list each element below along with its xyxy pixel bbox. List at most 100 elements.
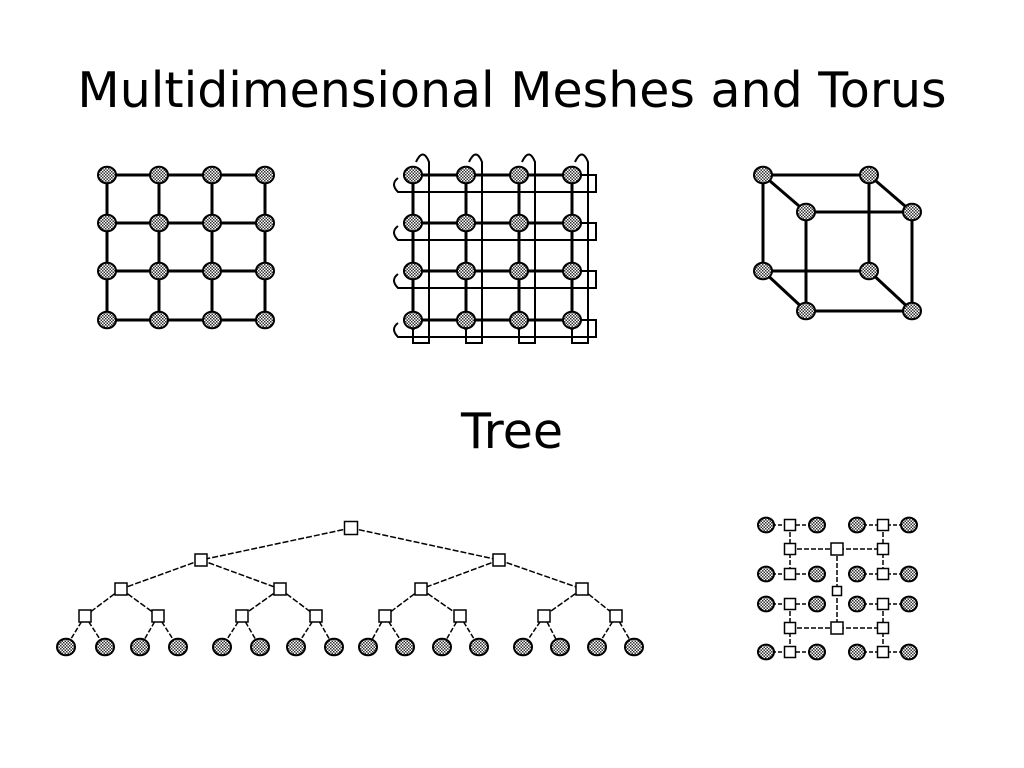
switch-node bbox=[492, 553, 506, 567]
tree-link bbox=[200, 559, 281, 590]
processor-node bbox=[757, 565, 775, 583]
processor-node bbox=[403, 213, 423, 233]
processor-node bbox=[848, 565, 866, 583]
processor-node bbox=[202, 213, 222, 233]
processor-node bbox=[149, 165, 169, 185]
processor-node bbox=[255, 261, 275, 281]
tree-link bbox=[200, 527, 352, 561]
processor-node bbox=[324, 637, 344, 657]
switch-node bbox=[830, 621, 844, 635]
processor-node bbox=[757, 595, 775, 613]
processor-node bbox=[286, 637, 306, 657]
processor-node bbox=[212, 637, 232, 657]
processor-node bbox=[97, 261, 117, 281]
switch-node bbox=[78, 609, 92, 623]
switch-node bbox=[537, 609, 551, 623]
torus-wrap-link bbox=[393, 222, 597, 241]
switch-node bbox=[414, 582, 428, 596]
processor-node bbox=[808, 565, 826, 583]
switch-node bbox=[830, 542, 844, 556]
processor-node bbox=[56, 637, 76, 657]
processor-node bbox=[509, 261, 529, 281]
switch-node bbox=[783, 621, 797, 635]
mesh-diagram bbox=[97, 165, 275, 330]
processor-node bbox=[859, 261, 879, 281]
tree-link bbox=[350, 527, 500, 561]
cube-edge bbox=[761, 269, 808, 313]
processor-node bbox=[130, 637, 150, 657]
processor-node bbox=[757, 516, 775, 534]
processor-node bbox=[550, 637, 570, 657]
processor-node bbox=[202, 310, 222, 330]
processor-node bbox=[562, 165, 582, 185]
processor-node bbox=[255, 165, 275, 185]
tree-link bbox=[120, 559, 202, 590]
processor-node bbox=[587, 637, 607, 657]
processor-node bbox=[95, 637, 115, 657]
processor-node bbox=[509, 213, 529, 233]
torus-wrap-link bbox=[393, 319, 597, 338]
processor-node bbox=[97, 213, 117, 233]
processor-node bbox=[97, 310, 117, 330]
processor-node bbox=[456, 261, 476, 281]
processor-node bbox=[796, 301, 816, 321]
processor-node bbox=[513, 637, 533, 657]
processor-node bbox=[456, 165, 476, 185]
processor-node bbox=[562, 213, 582, 233]
switch-node bbox=[876, 518, 890, 532]
processor-node bbox=[456, 213, 476, 233]
switch-node bbox=[378, 609, 392, 623]
processor-node bbox=[900, 643, 918, 661]
processor-node bbox=[848, 516, 866, 534]
processor-node bbox=[168, 637, 188, 657]
cube-edge bbox=[867, 269, 914, 313]
processor-node bbox=[255, 213, 275, 233]
switch-node bbox=[876, 645, 890, 659]
processor-node bbox=[900, 595, 918, 613]
processor-node bbox=[202, 165, 222, 185]
switch-node bbox=[783, 645, 797, 659]
switch-node bbox=[831, 585, 843, 597]
processor-node bbox=[848, 643, 866, 661]
switch-node bbox=[273, 582, 287, 596]
processor-node bbox=[403, 261, 423, 281]
switch-node bbox=[235, 609, 249, 623]
switch-node bbox=[309, 609, 323, 623]
switch-node bbox=[575, 582, 589, 596]
switch-node bbox=[343, 520, 359, 536]
processor-node bbox=[562, 261, 582, 281]
processor-node bbox=[149, 310, 169, 330]
torus-wrap-link bbox=[518, 153, 536, 344]
processor-node bbox=[149, 261, 169, 281]
processor-node bbox=[250, 637, 270, 657]
processor-node bbox=[509, 165, 529, 185]
torus-wrap-link bbox=[393, 270, 597, 289]
switch-node bbox=[783, 567, 797, 581]
processor-node bbox=[358, 637, 378, 657]
processor-node bbox=[403, 165, 423, 185]
torus-wrap-link bbox=[571, 153, 589, 344]
switch-node bbox=[876, 542, 890, 556]
processor-node bbox=[403, 310, 423, 330]
switch-node bbox=[876, 567, 890, 581]
switch-node bbox=[114, 582, 128, 596]
processor-node bbox=[456, 310, 476, 330]
switch-node bbox=[609, 609, 623, 623]
processor-node bbox=[562, 310, 582, 330]
processor-node bbox=[753, 261, 773, 281]
tree-link bbox=[498, 559, 583, 590]
processor-node bbox=[902, 202, 922, 222]
switch-node bbox=[194, 553, 208, 567]
hypercube-diagram bbox=[753, 165, 922, 321]
processor-node bbox=[808, 516, 826, 534]
torus-wrap-link bbox=[465, 153, 483, 344]
switch-node bbox=[783, 542, 797, 556]
processor-node bbox=[848, 595, 866, 613]
processor-node bbox=[796, 202, 816, 222]
processor-node bbox=[753, 165, 773, 185]
processor-node bbox=[859, 165, 879, 185]
torus-wrap-link bbox=[412, 153, 430, 344]
binary-tree-diagram bbox=[56, 520, 644, 657]
torus-diagram bbox=[393, 153, 597, 344]
